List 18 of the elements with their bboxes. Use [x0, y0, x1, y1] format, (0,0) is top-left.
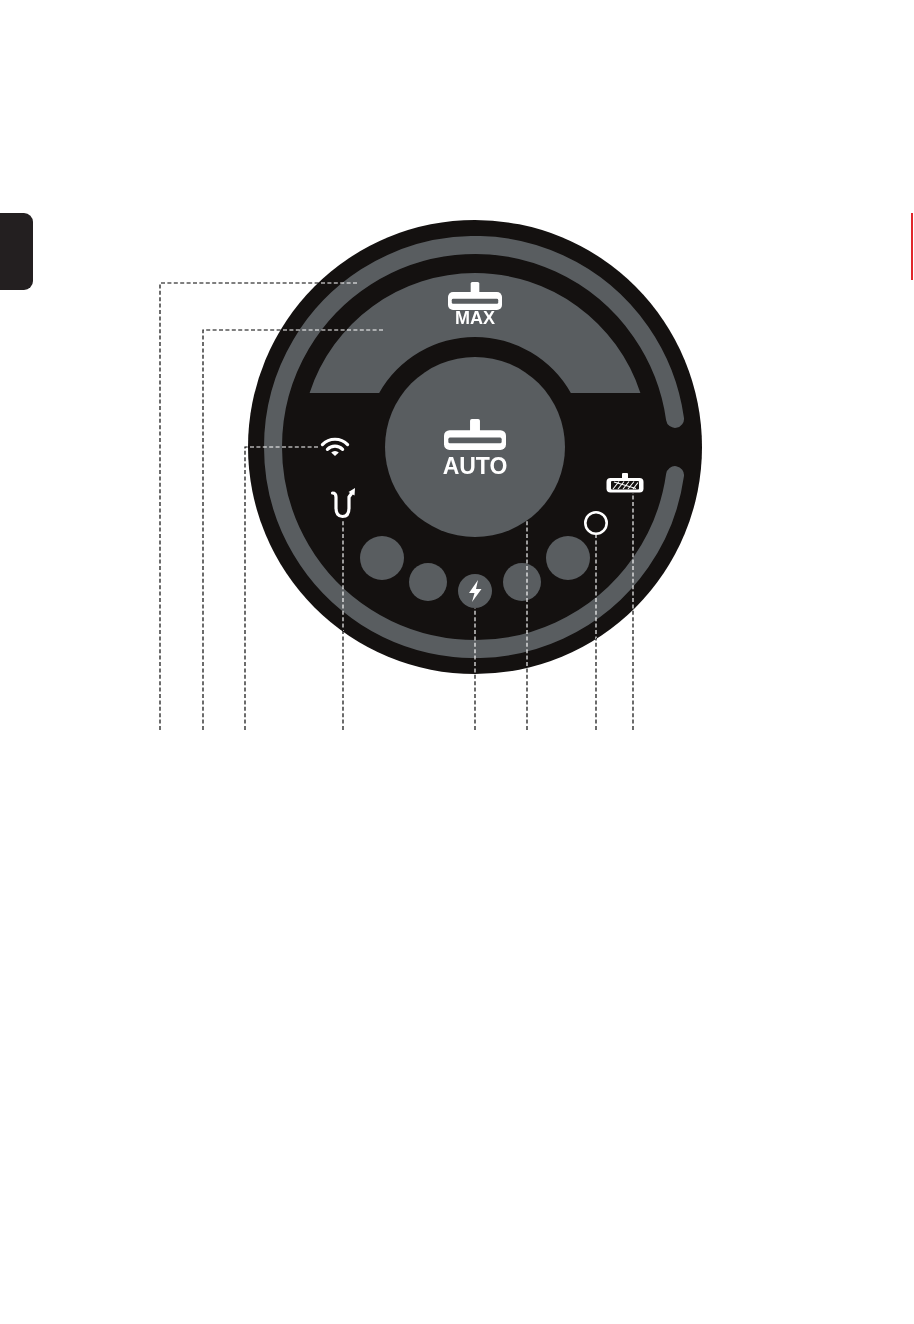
- mode-label: MAX: [455, 309, 495, 327]
- mode-label: AUTO: [442, 455, 508, 478]
- indicator-dot: [409, 563, 447, 601]
- leader-line: [159, 282, 358, 731]
- ring-icon: [584, 511, 608, 535]
- leader-line: [595, 534, 597, 731]
- arc-band: [309, 273, 641, 393]
- leader-line: [526, 519, 528, 731]
- indicator-dot: [360, 536, 404, 580]
- roller-icon: [606, 473, 644, 493]
- outer-ring: [264, 236, 686, 658]
- indicator-dot: [503, 563, 541, 601]
- leader-line: [342, 518, 344, 731]
- leader-line: [202, 329, 386, 731]
- indicator-dot: [546, 536, 590, 580]
- leader-line: [244, 446, 321, 731]
- lightning-icon: [458, 574, 492, 608]
- pipe-icon: [330, 487, 356, 519]
